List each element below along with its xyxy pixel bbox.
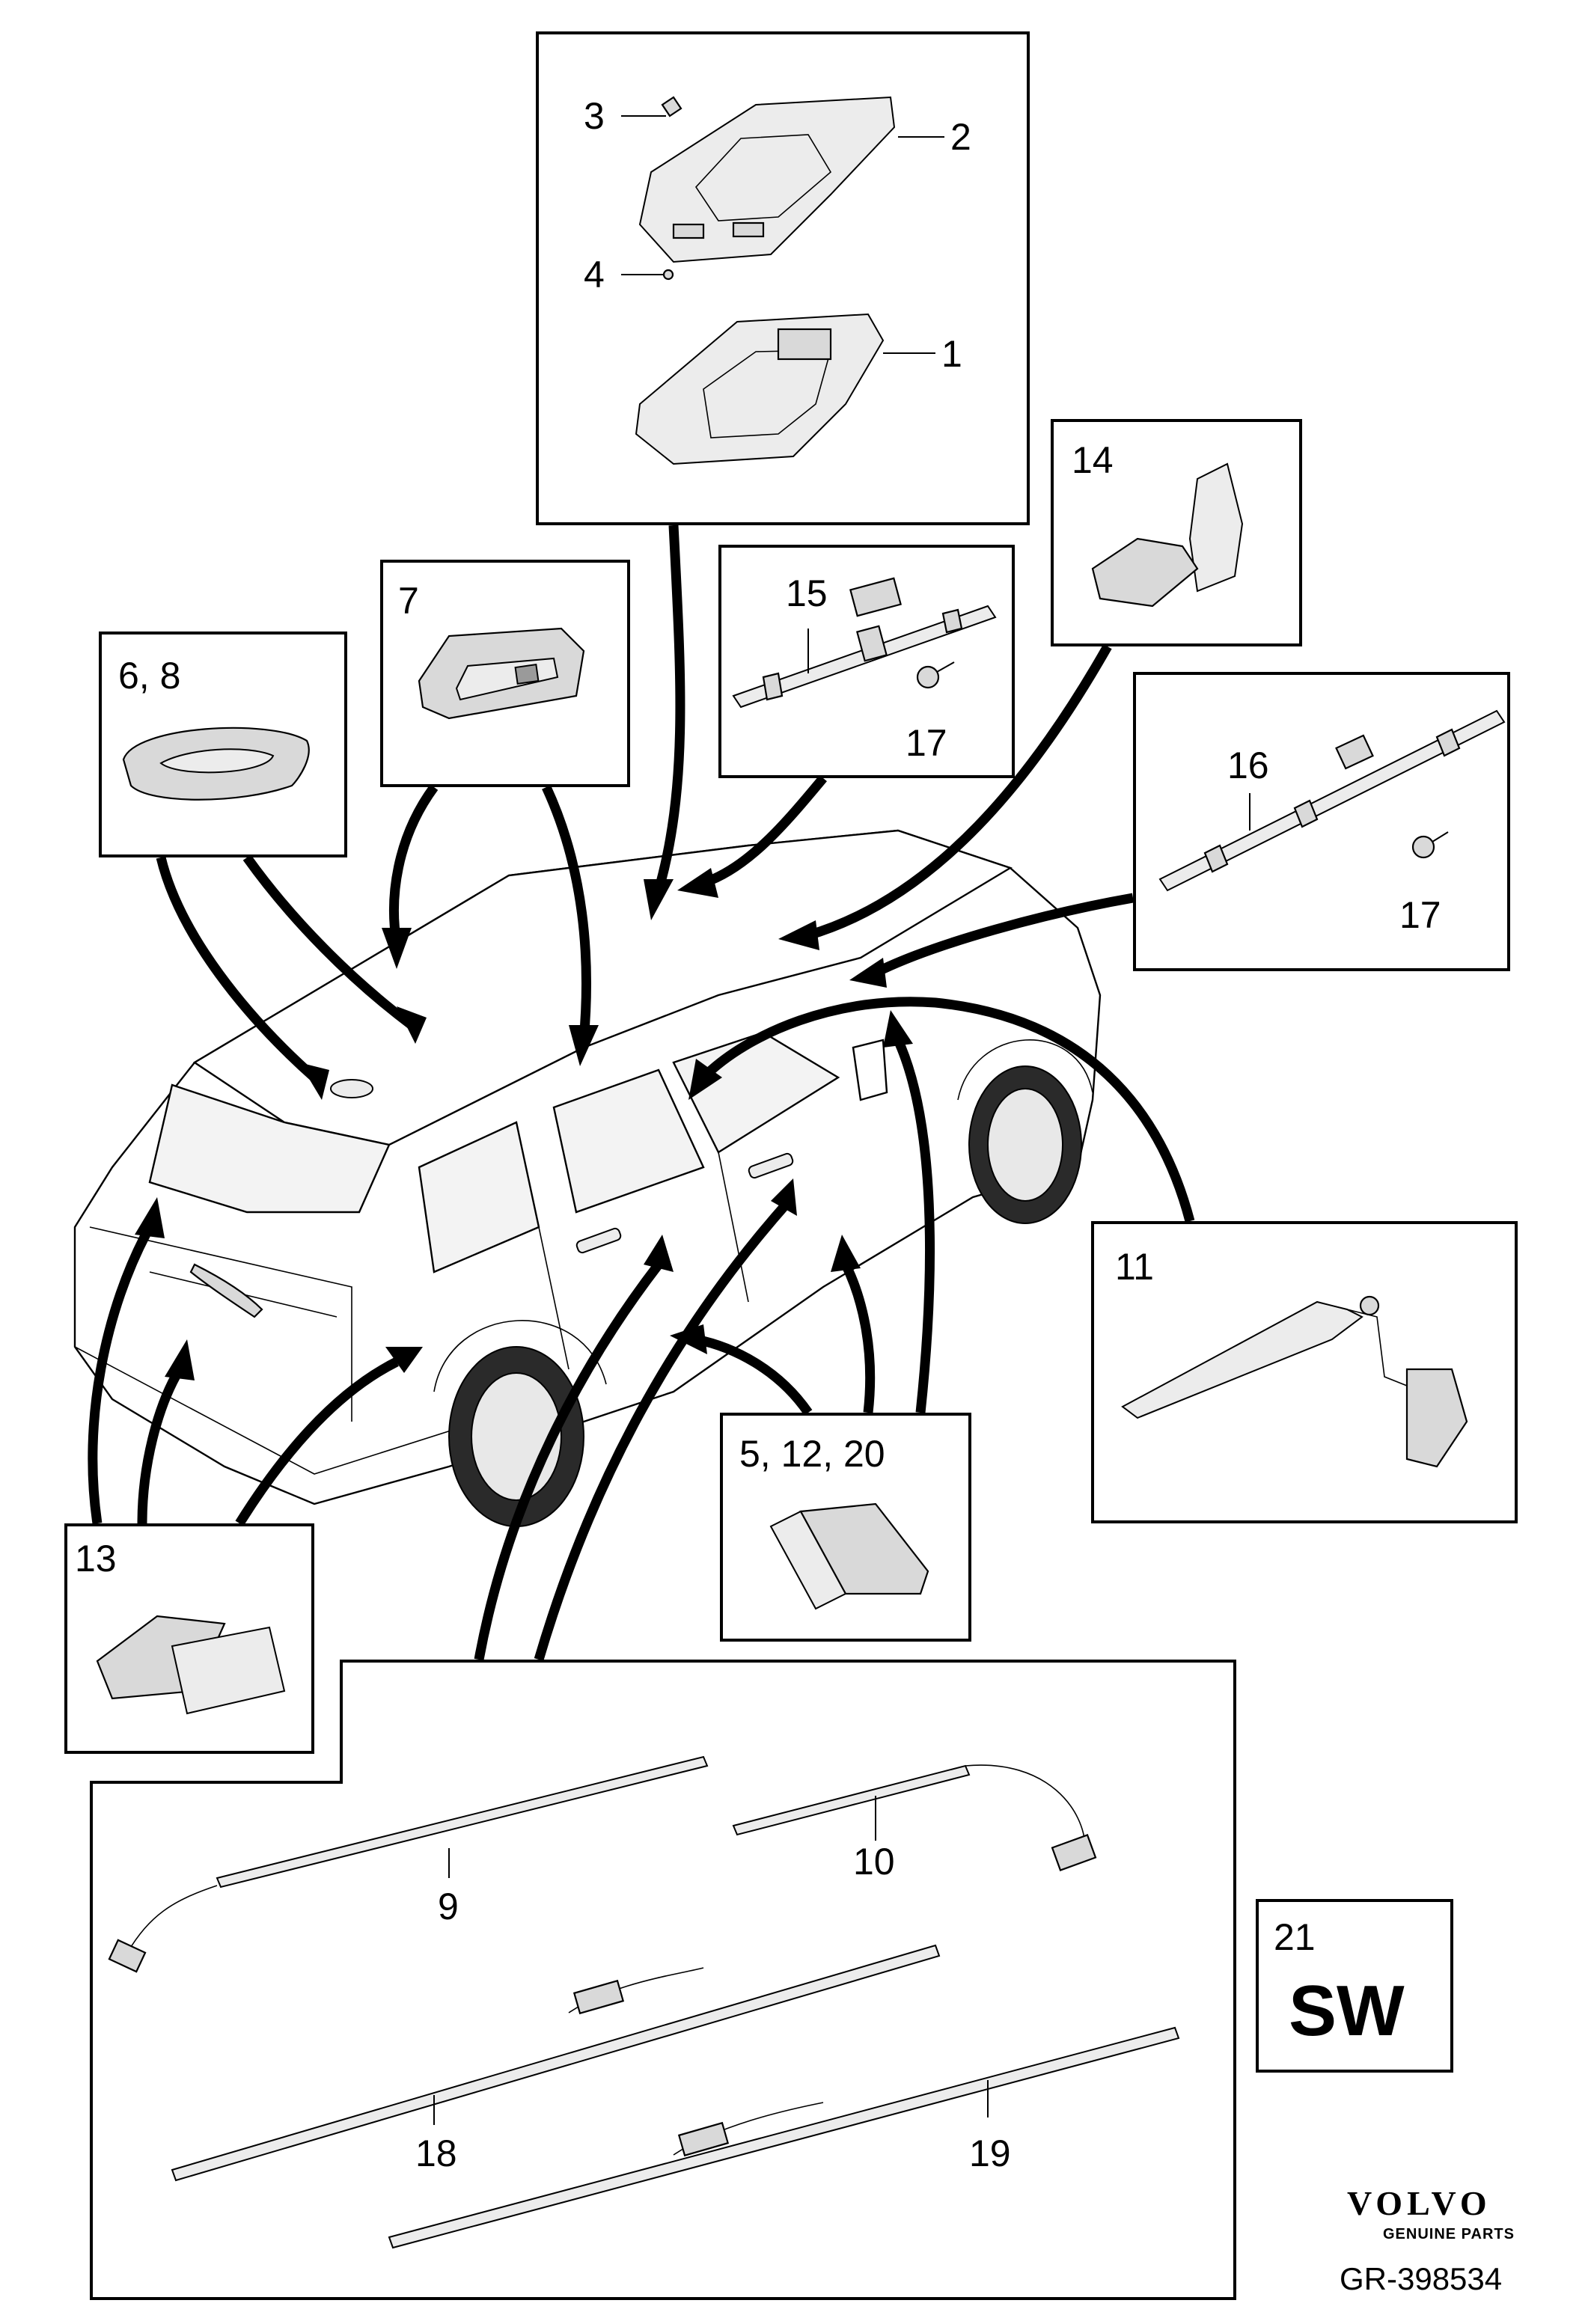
ambient-light-module-icon	[769, 1502, 929, 1610]
screw-icon	[661, 96, 682, 281]
ambient-light-module-icon	[1091, 462, 1244, 608]
screw-icon	[916, 661, 955, 689]
led-strip-icon	[732, 577, 997, 709]
reading-lamp-icon	[122, 727, 310, 801]
box-bottom-strips	[90, 1660, 1236, 2300]
label-5-12-20: 5, 12, 20	[739, 1433, 885, 1475]
reference-number: GR-398534	[1340, 2261, 1502, 2296]
interior-lamp-housing-icon	[635, 96, 896, 465]
box-14	[1051, 419, 1302, 646]
label-4: 4	[584, 254, 605, 296]
box-21-software	[1256, 1899, 1453, 2073]
ambient-light-module-icon	[96, 1615, 286, 1715]
label-21: 21	[1274, 1916, 1316, 1958]
software-label: SW	[1289, 1971, 1405, 2051]
reading-lamp-icon	[418, 627, 585, 720]
label-2: 2	[950, 116, 971, 158]
label-18: 18	[415, 2132, 457, 2174]
label-17a: 17	[906, 722, 947, 764]
box-11	[1091, 1221, 1518, 1523]
label-1: 1	[941, 333, 962, 375]
label-17b: 17	[1399, 894, 1441, 936]
label-7: 7	[398, 580, 419, 622]
label-15: 15	[786, 572, 828, 614]
callout-arrows	[88, 525, 1195, 1661]
label-14: 14	[1072, 439, 1114, 481]
label-19: 19	[969, 2132, 1011, 2174]
screw-icon	[1411, 831, 1449, 859]
label-16: 16	[1227, 744, 1269, 786]
label-9: 9	[438, 1886, 459, 1927]
brand-logo: VOLVO	[1347, 2184, 1491, 2222]
label-11: 11	[1115, 1246, 1154, 1288]
led-strip-icon	[1158, 709, 1506, 892]
label-6-8: 6, 8	[118, 655, 180, 697]
label-3: 3	[584, 95, 605, 137]
label-13: 13	[75, 1538, 117, 1580]
led-strip-icon	[108, 1755, 1180, 2249]
label-10: 10	[853, 1841, 895, 1883]
box-16-17	[1133, 672, 1510, 971]
led-strip-icon	[1121, 1295, 1468, 1468]
brand-subtitle: GENUINE PARTS	[1383, 2226, 1515, 2242]
